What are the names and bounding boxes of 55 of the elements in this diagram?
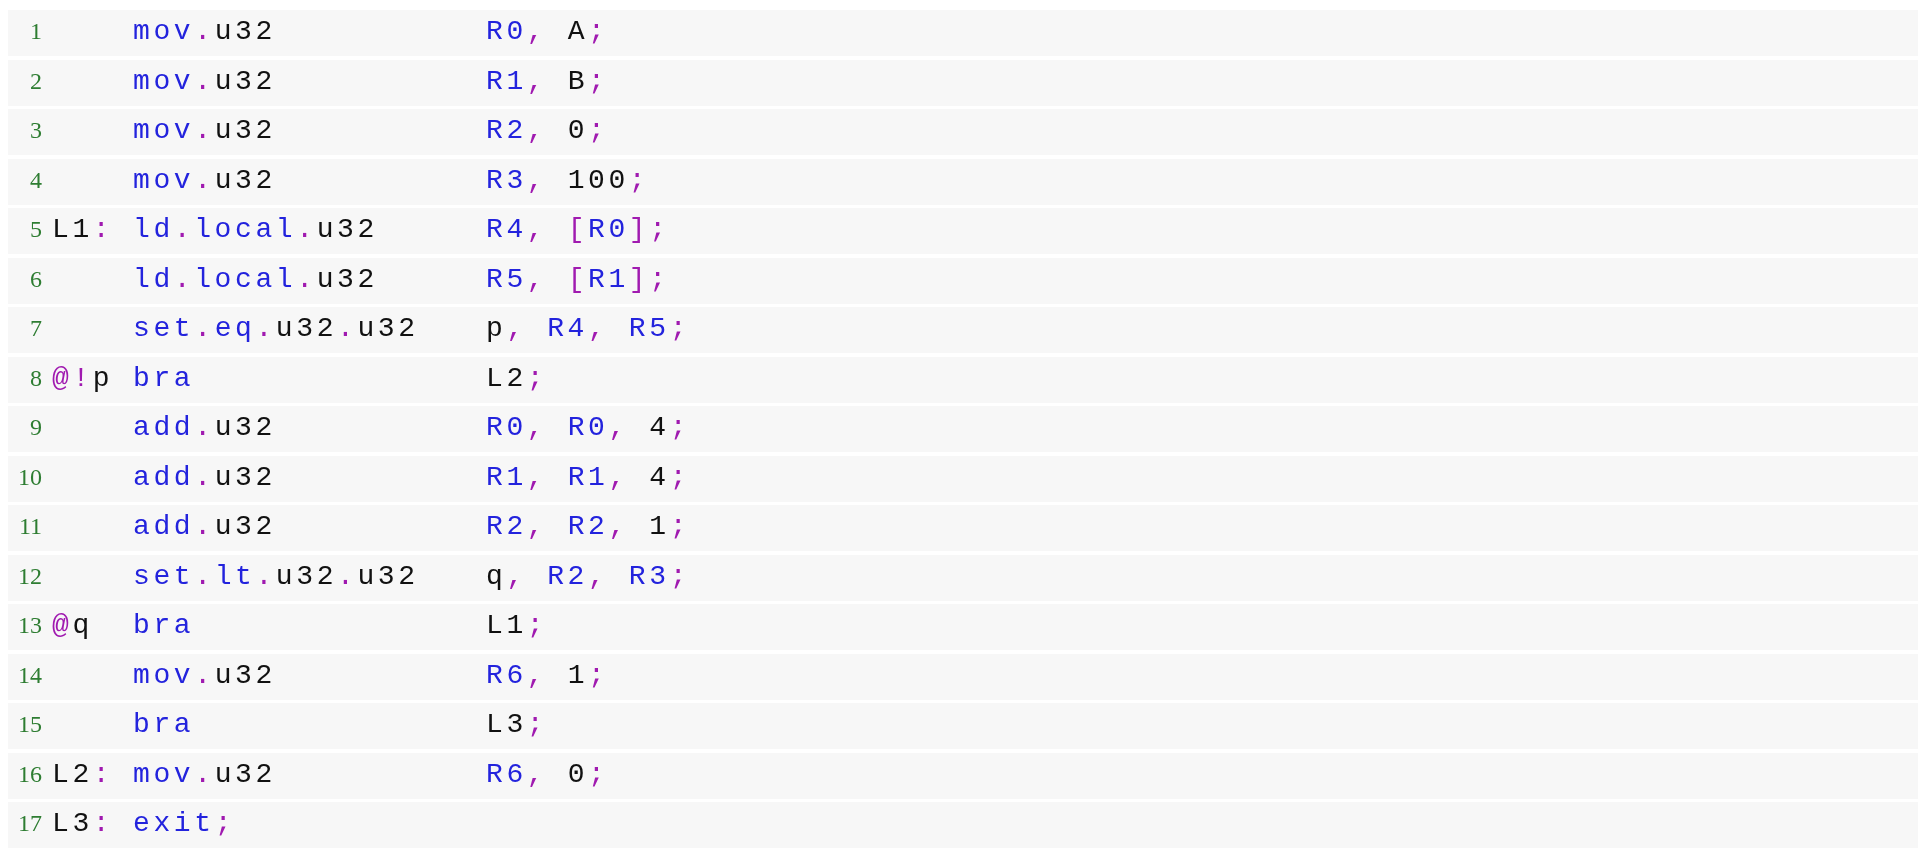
- instruction-mnemonic: set.lt.u32.u32: [133, 560, 419, 592]
- instruction-mnemonic: bra: [133, 709, 195, 740]
- instruction-mnemonic: set.eq.u32.u32: [133, 313, 419, 344]
- instruction-operands: L3;: [486, 709, 548, 740]
- instruction-operands: R4, [R0];: [486, 214, 670, 245]
- instruction-mnemonic: add.u32: [133, 412, 276, 443]
- line-number: 2: [29, 67, 42, 95]
- line-number: 5: [29, 216, 42, 243]
- line-number: 6: [29, 265, 42, 293]
- instruction-mnemonic: mov.u32: [133, 758, 276, 790]
- instruction-operands: R0, A;: [486, 16, 609, 47]
- code-label: @q: [52, 610, 93, 641]
- line-number: 11: [17, 513, 42, 540]
- instruction-mnemonic: bra: [133, 610, 195, 641]
- line-number: 3: [29, 117, 42, 144]
- instruction-operands: q, R2, R3;: [486, 560, 691, 592]
- line-number: 15: [17, 711, 42, 738]
- instruction-operands: p, R4, R5;: [486, 313, 691, 344]
- instruction-operands: R6, 1;: [486, 659, 609, 691]
- code-label: L1:: [52, 214, 114, 245]
- code-label: L3:: [52, 808, 114, 839]
- line-number: 10: [17, 463, 42, 491]
- code-label: L2:: [52, 758, 114, 790]
- instruction-operands: L2;: [486, 362, 548, 394]
- instruction-mnemonic: bra: [133, 362, 195, 394]
- instruction-operands: R5, [R1];: [486, 263, 670, 295]
- instruction-mnemonic: mov.u32: [133, 115, 276, 146]
- line-number: 13: [17, 612, 42, 639]
- instruction-mnemonic: mov.u32: [133, 65, 276, 97]
- instruction-mnemonic: ld.local.u32: [133, 263, 378, 295]
- instruction-mnemonic: add.u32: [133, 461, 276, 493]
- instruction-operands: R2, 0;: [486, 115, 609, 146]
- instruction-operands: R1, R1, 4;: [486, 461, 691, 493]
- instruction-operands: R1, B;: [486, 65, 609, 97]
- line-number: 12: [17, 562, 42, 590]
- instruction-mnemonic: add.u32: [133, 511, 276, 542]
- instruction-operands: R3, 100;: [486, 164, 650, 196]
- instruction-operands: R6, 0;: [486, 758, 609, 790]
- line-number: 1: [29, 18, 42, 45]
- instruction-mnemonic: ld.local.u32: [133, 214, 378, 245]
- line-number: 17: [17, 810, 42, 837]
- instruction-operands: L1;: [486, 610, 548, 641]
- line-number: 8: [29, 364, 42, 392]
- line-number: 16: [17, 760, 42, 788]
- line-number: 14: [17, 661, 42, 689]
- line-number: 4: [29, 166, 42, 194]
- instruction-mnemonic: exit;: [133, 808, 236, 839]
- instruction-mnemonic: mov.u32: [133, 164, 276, 196]
- instruction-operands: R2, R2, 1;: [486, 511, 691, 542]
- instruction-mnemonic: mov.u32: [133, 659, 276, 691]
- line-number: 9: [29, 414, 42, 441]
- instruction-operands: R0, R0, 4;: [486, 412, 691, 443]
- code-label: @!p: [52, 362, 114, 394]
- instruction-mnemonic: mov.u32: [133, 16, 276, 47]
- line-number: 7: [29, 315, 42, 342]
